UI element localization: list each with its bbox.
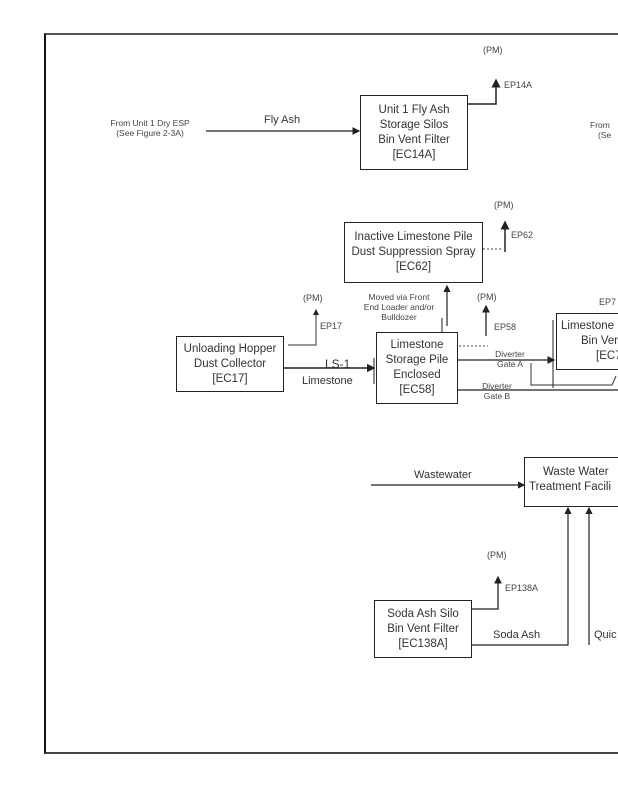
source-right: From (Se [590, 120, 618, 140]
moved-line1: Moved via Front [368, 292, 430, 302]
moved-line2: End Loader and/or [363, 302, 435, 312]
node-wwtf[interactable]: Waste Water Treatment Facili [524, 457, 618, 507]
node-line: Bin Vent Filter [387, 622, 459, 635]
node-ec62[interactable]: Inactive Limestone Pile Dust Suppression… [344, 222, 483, 283]
diverter-a-label: Diverter Gate A [489, 349, 531, 369]
ep58-point: EP58 [494, 322, 517, 332]
ep14a-pollutant: (PM) [483, 45, 503, 55]
ep17-point: EP17 [320, 321, 343, 331]
node-ec138a[interactable]: Soda Ash Silo Bin Vent Filter [EC138A] [374, 600, 472, 658]
fly-ash-label: Fly Ash [264, 114, 301, 126]
source-line2: (See Figure 2-3A) [116, 128, 184, 138]
node-line: Inactive Limestone Pile [354, 231, 473, 243]
ep17-line [288, 322, 317, 346]
diagram-frame [44, 33, 618, 754]
soda-ash-line [472, 506, 572, 646]
node-line: Storage Silos [379, 118, 449, 131]
wastewater-label: Wastewater [414, 469, 472, 481]
node-line: Limestone [561, 320, 615, 332]
node-line: Waste Water [543, 466, 609, 478]
node-line: [EC7 [596, 350, 618, 362]
node-line: [EC58] [399, 384, 435, 396]
ep14a-line [468, 78, 501, 105]
ep62-point: EP62 [511, 230, 534, 240]
ep62-pollutant: (PM) [494, 200, 514, 210]
ep138a-point: EP138A [505, 583, 539, 593]
ls1-label: LS-1 [325, 357, 351, 371]
diverter-b-line1: Diverter [482, 381, 512, 391]
node-line: Dust Collector [193, 357, 267, 370]
diverter-b-line2: Gate B [483, 391, 511, 401]
node-line: Treatment Facili [529, 481, 612, 493]
node-line: Limestone [390, 339, 444, 351]
quic-label: Quic [594, 629, 617, 641]
source-right-line2: (Se [598, 130, 612, 140]
limestone-label: Limestone [302, 375, 353, 387]
node-line: [EC17] [212, 372, 248, 385]
node-line: Unloading Hopper [183, 342, 277, 355]
ep17-pollutant: (PM) [303, 293, 323, 303]
diverter-a-line1: Diverter [495, 349, 525, 359]
node-line: Unit 1 Fly Ash [378, 103, 450, 116]
ep58-pollutant: (PM) [477, 292, 497, 302]
node-line: [EC14A] [392, 148, 436, 161]
diverter-b-label: Diverter Gate B [476, 381, 518, 401]
node-line: [EC138A] [398, 637, 448, 650]
source-right-line1: From [590, 120, 610, 130]
source-unit1-esp: From Unit 1 Dry ESP (See Figure 2-3A) [95, 118, 205, 138]
soda-ash-label: Soda Ash [493, 629, 541, 641]
ep138a-line [472, 575, 502, 610]
node-ec58[interactable]: Limestone Storage Pile Enclosed [EC58] [376, 332, 458, 404]
node-ec17[interactable]: Unloading Hopper Dust Collector [EC17] [176, 336, 284, 392]
diverter-a-line2: Gate A [497, 359, 523, 369]
node-ec14a[interactable]: Unit 1 Fly Ash Storage Silos Bin Vent Fi… [360, 95, 468, 170]
node-line: [EC62] [395, 261, 432, 273]
ep138a-pollutant: (PM) [487, 550, 507, 560]
moved-line3: Bulldozer [381, 312, 417, 322]
node-line: Dust Suppression Spray [351, 246, 476, 258]
node-line: Storage Pile [385, 354, 449, 366]
moved-via-label: Moved via Front End Loader and/or Bulldo… [357, 292, 441, 322]
ep14a-point: EP14A [504, 80, 533, 90]
node-line: Bin Vent Filter [378, 133, 450, 146]
node-line: Enclosed [393, 369, 441, 381]
node-line: Bin Ven [581, 335, 618, 347]
source-line1: From Unit 1 Dry ESP [110, 118, 190, 128]
node-line: Soda Ash Silo [387, 607, 459, 620]
ep7x-point: EP7 [599, 297, 617, 307]
node-ec7x[interactable]: Limestone Bin Ven [EC7 [556, 313, 618, 370]
